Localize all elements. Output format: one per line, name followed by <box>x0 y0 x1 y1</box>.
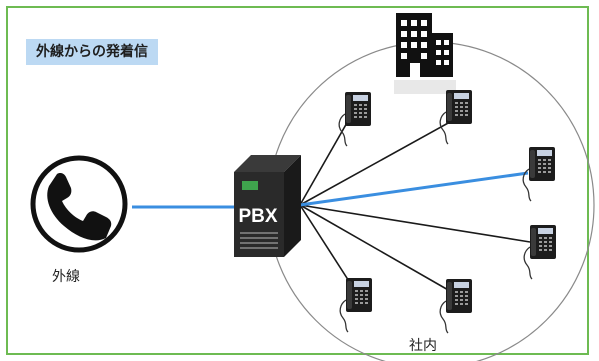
desk-phone-icon <box>339 277 373 333</box>
frame-border <box>6 6 589 355</box>
office-building-icon <box>394 13 456 94</box>
desk-phone-icon <box>338 91 372 147</box>
desk-phone-icon <box>439 89 473 145</box>
connection-pbx-phone-6 <box>299 204 451 292</box>
pbx-label: PBX <box>238 206 277 227</box>
desk-phone-icon <box>523 224 557 280</box>
handset-in-circle-icon <box>30 155 128 253</box>
pbx-connections <box>299 113 531 292</box>
connection-pbx-phone-5 <box>299 204 355 290</box>
connection-pbx-phone-2 <box>299 121 451 206</box>
connection-pbx-phone-4 <box>299 204 531 243</box>
connection-pbx-phone-1 <box>299 113 353 206</box>
diagram-title: 外線からの発着信 <box>26 39 158 65</box>
outside-line-label: 外線 <box>52 269 80 285</box>
desk-phone-icon <box>439 278 473 334</box>
connection-pbx-phone-3 <box>299 171 529 207</box>
office-label: 社内 <box>409 338 437 354</box>
pbx-server-icon: PBX <box>234 155 301 257</box>
